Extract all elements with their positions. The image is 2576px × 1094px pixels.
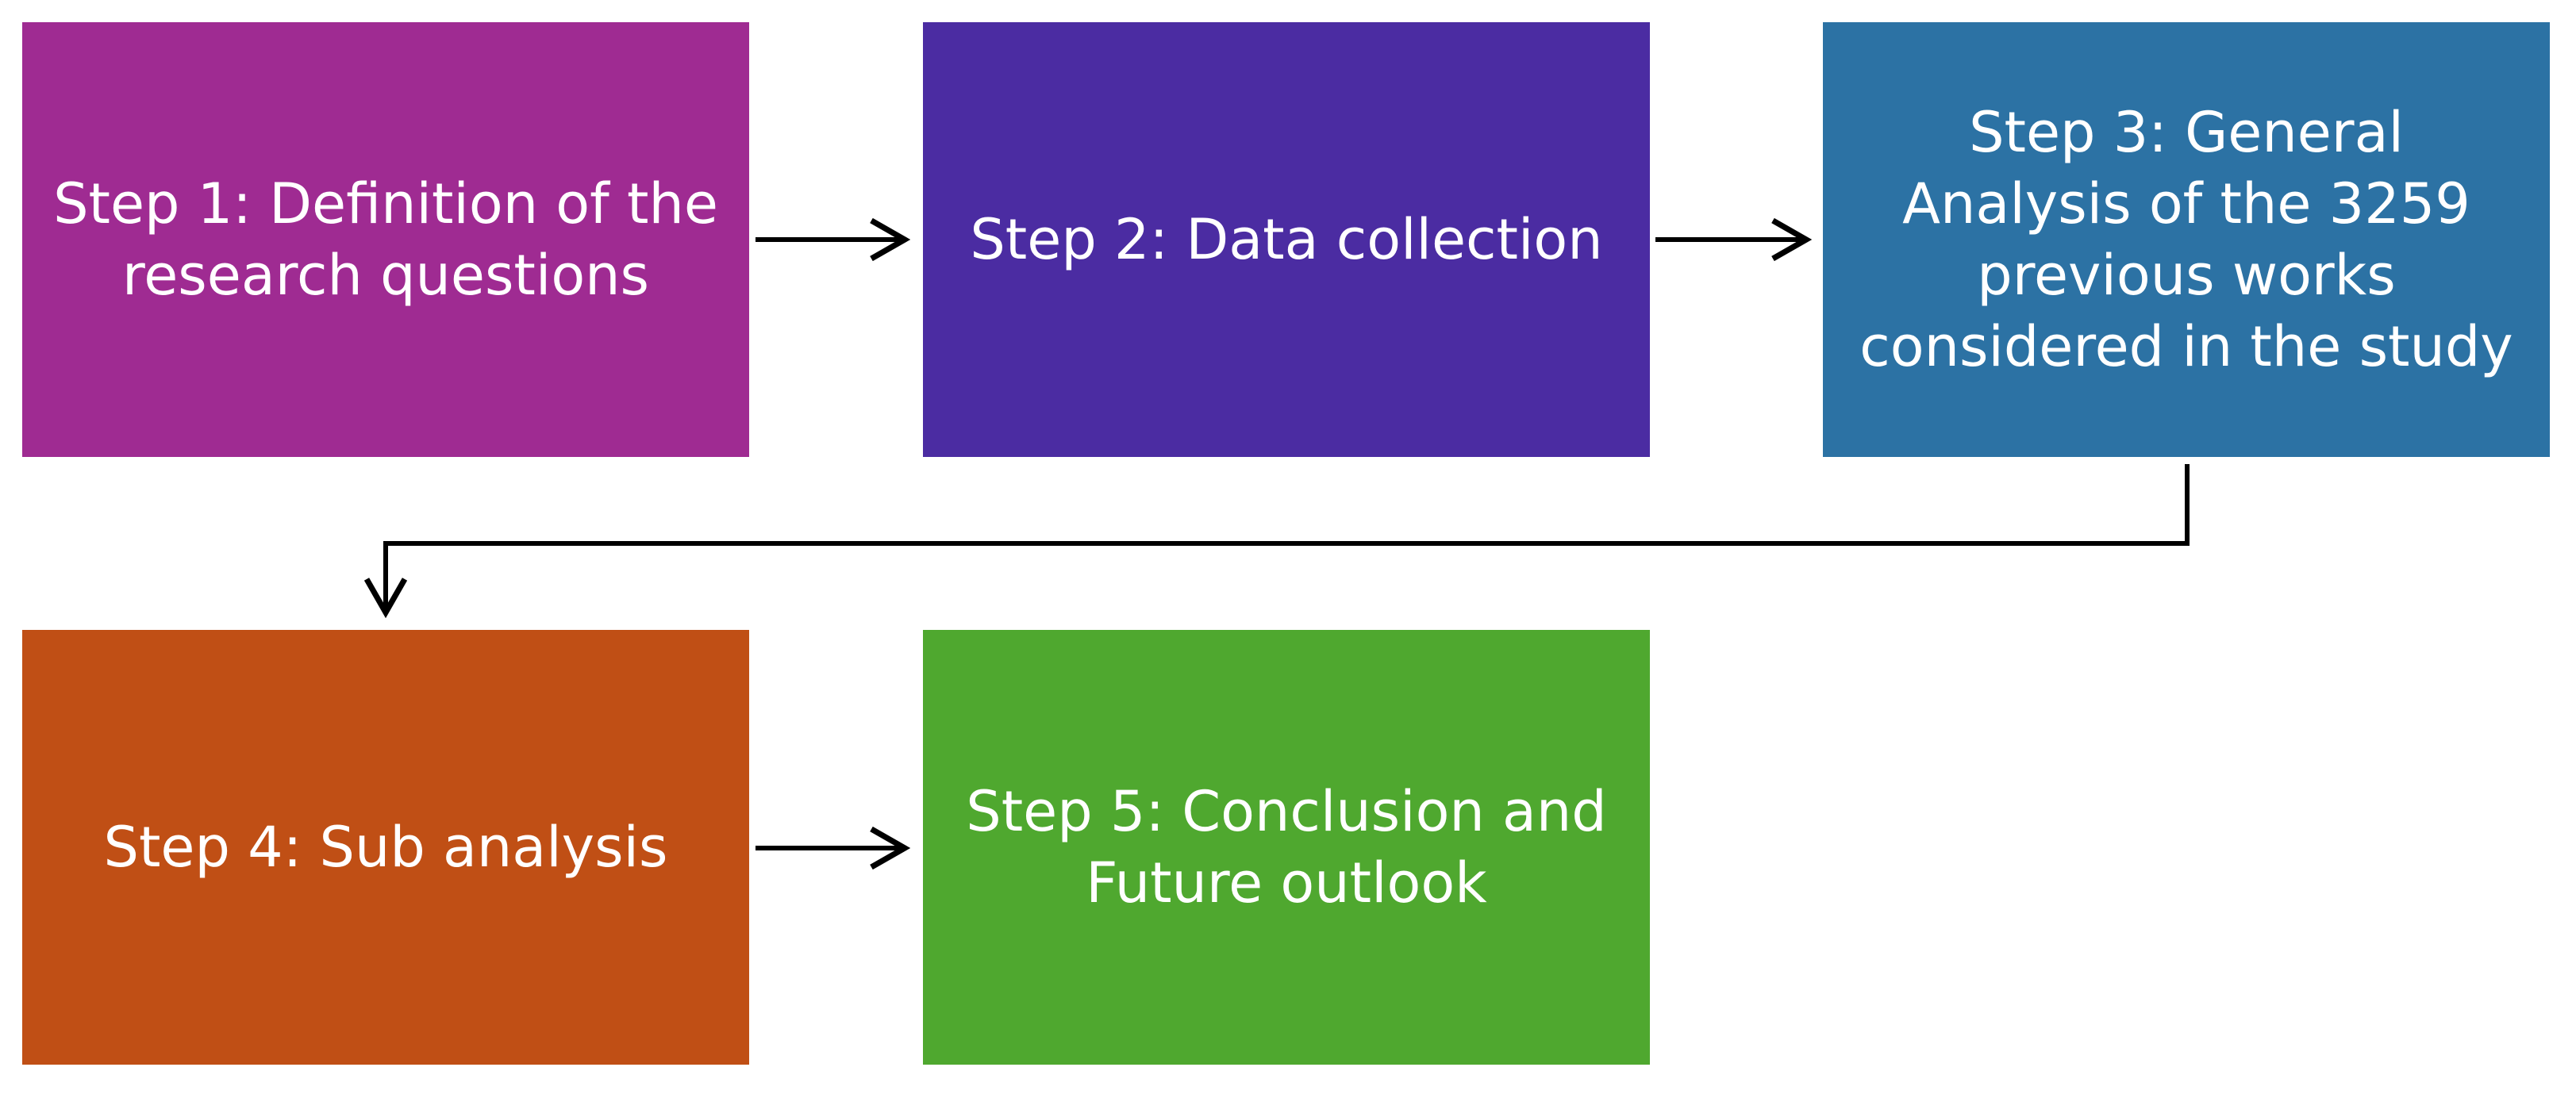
step-2-box: Step 2: Data collection	[923, 22, 1650, 457]
step-3-label: Step 3: General Analysis of the 3259 pre…	[1859, 100, 2513, 379]
step-4-label: Step 4: Sub analysis	[103, 815, 668, 880]
step-4-box: Step 4: Sub analysis	[22, 630, 749, 1065]
step-3-box: Step 3: General Analysis of the 3259 pre…	[1823, 22, 2550, 457]
step-1-box: Step 1: Definition of the research quest…	[22, 22, 749, 457]
step-5-box: Step 5: Conclusion and Future outlook	[923, 630, 1650, 1065]
arrow-step3-to-step4	[363, 464, 2190, 619]
step-1-label: Step 1: Definition of the research quest…	[53, 171, 718, 308]
step-5-label: Step 5: Conclusion and Future outlook	[966, 779, 1607, 916]
step-2-label: Step 2: Data collection	[970, 207, 1603, 272]
